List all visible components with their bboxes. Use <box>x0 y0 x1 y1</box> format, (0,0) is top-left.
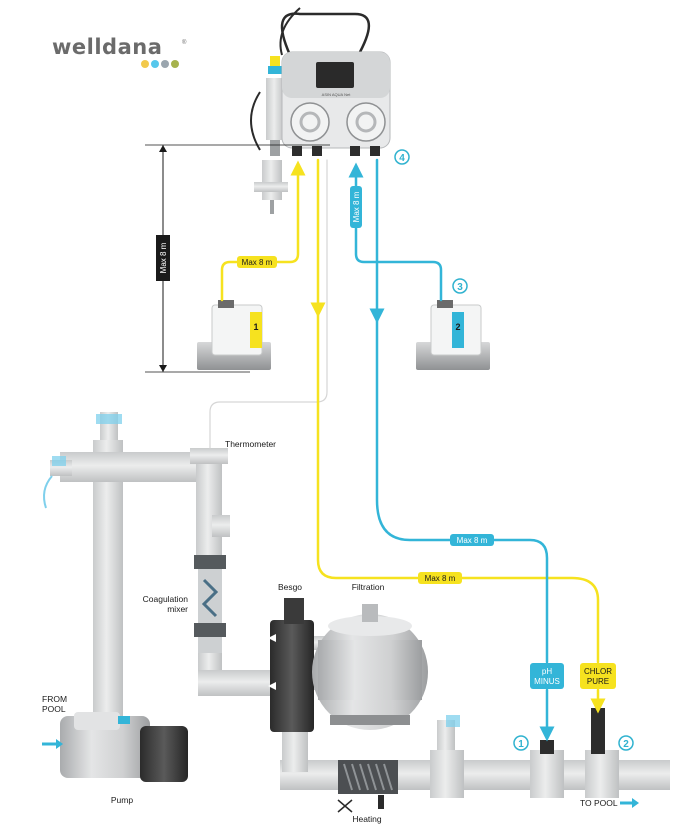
logo-dot-blue <box>151 60 159 68</box>
asin-aqua-controller: ASIN AQUA Net <box>281 51 391 156</box>
tag-chlor-line1: CHLOR <box>584 667 612 676</box>
controller-model-label: ASIN AQUA Net <box>322 92 352 97</box>
tag-ph-line2: MINUS <box>534 677 560 686</box>
pipe-left-vertical <box>93 440 123 730</box>
marker-2-text: 2 <box>623 739 629 750</box>
pump <box>60 712 188 782</box>
canister-right: 2 <box>416 300 490 370</box>
label-pump: Pump <box>111 795 133 805</box>
tag-yellow-injection: Max 8 m <box>418 572 462 584</box>
left-valves <box>43 412 122 509</box>
blue-injection-tube <box>375 314 549 664</box>
tag-yellow-injection-text: Max 8 m <box>425 574 456 583</box>
marker-1: 1 <box>513 735 529 751</box>
tag-blue-injection: Max 8 m <box>450 534 494 546</box>
besgo-valve <box>268 598 314 732</box>
label-coagulation-line1: Coagulation <box>143 594 189 604</box>
tag-yellow-suction: Max 8 m <box>237 256 277 268</box>
filtration-tank <box>312 604 428 730</box>
injection-valve-1 <box>540 740 554 754</box>
pump-head-right <box>346 102 386 142</box>
canister-right-number: 2 <box>455 322 460 332</box>
welldana-logo: welldana ® <box>52 35 187 68</box>
pipe-to-besgo <box>198 670 270 696</box>
tee-fitting-1 <box>530 750 564 798</box>
tee-fitting-valve <box>430 750 464 798</box>
controller-screen <box>316 62 354 88</box>
besgo-body <box>270 620 314 732</box>
pump-head-left <box>290 102 330 142</box>
mixer-union-top <box>194 555 226 569</box>
canister-left-number: 1 <box>253 322 258 332</box>
height-dimension: Max 8 m <box>145 144 330 373</box>
label-from-pool-line1: FROM <box>42 694 67 704</box>
marker-2: 2 <box>618 735 634 751</box>
logo-dot-yellow <box>141 60 149 68</box>
logo-dot-green <box>171 60 179 68</box>
marker-4-text: 4 <box>399 153 405 164</box>
logo-dot-grey <box>161 60 169 68</box>
marker-1-text: 1 <box>518 739 524 750</box>
label-coagulation-line2: mixer <box>167 604 188 614</box>
label-filtration: Filtration <box>352 582 385 592</box>
tag-blue-vertical: Max 8 m <box>350 186 362 228</box>
mixer-union-bottom <box>194 623 226 637</box>
blue-suction-tube <box>348 162 443 302</box>
tee-fitting-2 <box>585 750 619 798</box>
thermometer-side-port <box>212 515 230 537</box>
mixer-helix <box>201 578 219 618</box>
heater-valve-icon <box>337 799 353 813</box>
height-max-label: Max 8 m <box>159 242 168 273</box>
thermometer-pipe <box>196 448 222 568</box>
marker-3: 3 <box>452 278 468 294</box>
thermometer-fitting <box>190 448 228 464</box>
marker-4: 4 <box>394 149 410 165</box>
coagulation-mixer-body <box>198 555 222 653</box>
thermometer-cable <box>209 159 328 449</box>
tag-yellow-suction-text: Max 8 m <box>242 258 273 267</box>
pump-body <box>60 716 150 778</box>
label-to-pool: TO POOL <box>580 798 618 808</box>
canister-left: 1 <box>197 300 271 370</box>
injection-valve-2 <box>591 708 605 754</box>
logo-trademark: ® <box>182 39 187 46</box>
probe-holder <box>266 78 284 140</box>
label-besgo: Besgo <box>278 582 302 592</box>
pump-motor <box>140 726 188 782</box>
sensor-probes <box>250 7 370 214</box>
tag-chlor-pure: CHLOR PURE <box>580 663 616 689</box>
pipework <box>43 412 670 798</box>
heater <box>337 760 398 813</box>
logo-wordmark: welldana <box>52 35 162 59</box>
label-thermometer: Thermometer <box>225 439 276 449</box>
tag-blue-vertical-text: Max 8 m <box>352 191 361 222</box>
tag-blue-injection-text: Max 8 m <box>457 536 488 545</box>
marker-3-text: 3 <box>457 282 463 293</box>
label-from-pool-line2: POOL <box>42 704 66 714</box>
tag-ph-line1: pH <box>542 667 552 676</box>
label-heating: Heating <box>352 814 382 824</box>
tag-ph-minus: pH MINUS <box>530 663 564 689</box>
tag-chlor-line2: PURE <box>587 677 609 686</box>
